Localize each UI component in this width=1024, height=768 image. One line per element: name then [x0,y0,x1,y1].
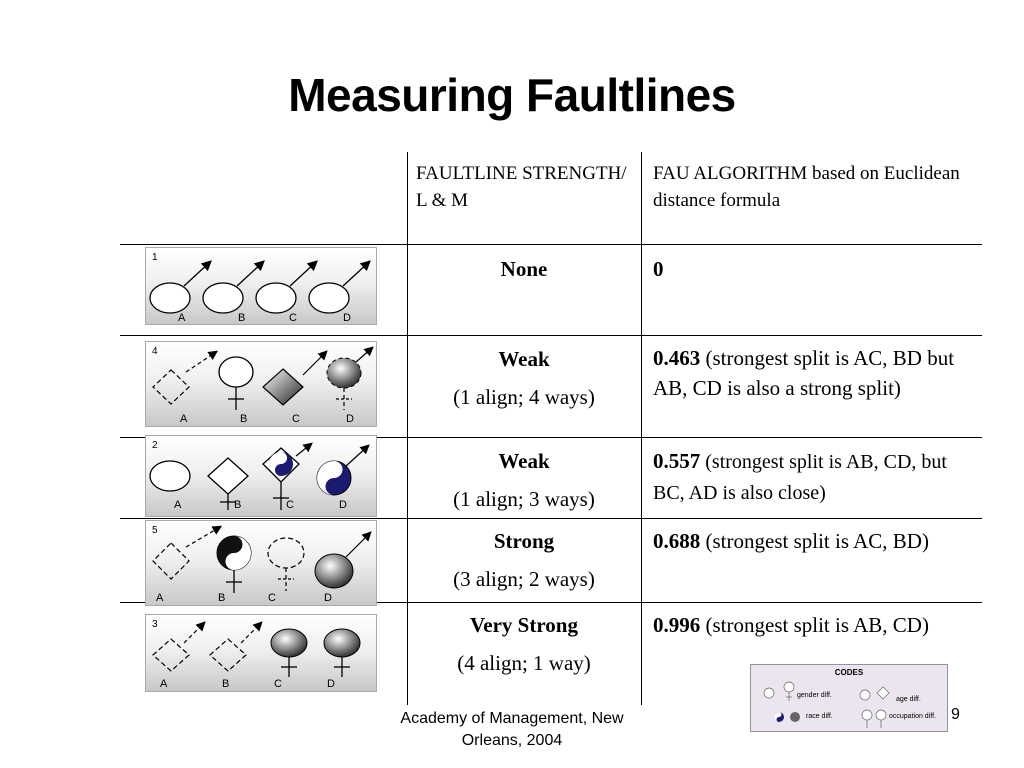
figure-label-d: D [324,592,332,604]
figure-label-b: B [222,678,229,690]
strength-cell: Weak (1 align; 4 ways) [408,342,640,414]
footer-text: Academy of Management, New Orleans, 2004 [400,710,624,749]
figure-label-b: B [218,592,225,604]
alignment-detail: (1 align; 4 ways) [453,385,595,409]
strength-label: Weak [498,449,550,473]
row-separator [120,518,982,519]
figure-label-d: D [346,413,354,425]
table-divider-right [641,152,642,705]
table-divider-left [407,152,408,705]
figure-label-b: B [238,312,245,324]
age-circle-icon [859,689,871,701]
figure-label-d: D [339,499,347,511]
figure-label-b: B [240,413,247,425]
figure-row-4: 5 A B C D [145,520,377,606]
figure-label-c: C [289,312,297,324]
header-strength: FAULTLINE STRENGTH/ L & M [416,163,627,211]
row-separator [120,602,982,603]
alignment-detail: (1 align; 3 ways) [453,487,595,511]
header-algorithm: FAU ALGORITHM based on Euclidean distanc… [653,163,960,211]
fau-value: 0.463 [653,346,701,370]
codes-title: CODES [834,668,864,677]
figure-label-d: D [343,312,351,324]
algorithm-cell: 0.996 (strongest split is AB, CD) [653,610,973,640]
codes-gender-label: gender diff. [797,692,832,699]
figure-label-a: A [156,592,164,604]
strength-label: Strong [493,529,555,553]
figure-label-a: A [174,499,182,511]
figure-label-c: C [274,678,282,690]
row-separator [120,437,982,438]
split-note: (strongest split is AB, CD) [700,613,929,637]
algorithm-cell: 0.463 (strongest split is AC, BD but AB,… [653,343,973,403]
row-separator [120,335,982,336]
figure-label-b: B [234,499,241,511]
figure-label-c: C [292,413,300,425]
figure-label-a: A [180,413,188,425]
alignment-detail: (3 align; 2 ways) [453,567,595,591]
strength-cell: Very Strong (4 align; 1 way) [408,608,640,680]
figure-number: 5 [152,525,158,536]
fau-value: 0 [653,257,664,281]
strength-label: None [500,257,548,281]
figure-row-5: 3 A B C D [145,614,377,692]
algorithm-cell: 0.557 (strongest split is AB, CD, but BC… [653,446,973,508]
figure-label-c: C [286,499,294,511]
algorithm-cell: 0 [653,254,973,284]
figure-label-d: D [327,678,335,690]
codes-race-label: race diff. [806,713,833,720]
occupation-circle-icon [875,709,887,721]
codes-legend: CODES gender diff. age diff. race diff. … [750,664,948,732]
split-note: (strongest split is AC, BD but AB, CD is… [653,346,955,400]
gender-venus-icon [783,681,795,693]
occupation-circle-icon [861,709,873,721]
figure-label-a: A [178,312,186,324]
alignment-detail: (4 align; 1 way) [457,651,591,675]
fau-value: 0.557 [653,449,701,473]
age-diamond-icon [876,686,890,700]
strength-label: Very Strong [470,613,578,637]
figure-number: 2 [152,440,158,451]
figure-row-3: 2 A B C D [145,435,377,517]
figure-label-a: A [160,678,168,690]
strength-cell: None [408,252,640,286]
race-sphere-icon [790,712,800,722]
split-note: (strongest split is AC, BD) [700,529,929,553]
figure-number: 4 [152,346,158,357]
strength-cell: Strong (3 align; 2 ways) [408,524,640,596]
slide-title: Measuring Faultlines [288,69,736,121]
figure-number: 1 [152,252,158,263]
figure-label-c: C [268,592,276,604]
fau-value: 0.688 [653,529,701,553]
figure-row-2: 4 A B C D [145,341,377,427]
split-note: (strongest split is AB, CD, but BC, AD i… [653,451,947,504]
figure-row-1: 1 A B C D [145,247,377,325]
row-separator [120,244,982,245]
figure-number: 3 [152,619,158,630]
gender-circle-icon [763,687,775,699]
fau-value: 0.996 [653,613,701,637]
codes-occupation-label: occupation diff. [889,713,936,720]
codes-age-label: age diff. [896,696,921,703]
strength-cell: Weak (1 align; 3 ways) [408,444,640,516]
algorithm-cell: 0.688 (strongest split is AC, BD) [653,526,973,556]
strength-label: Weak [498,347,550,371]
page-number: 9 [951,706,960,723]
